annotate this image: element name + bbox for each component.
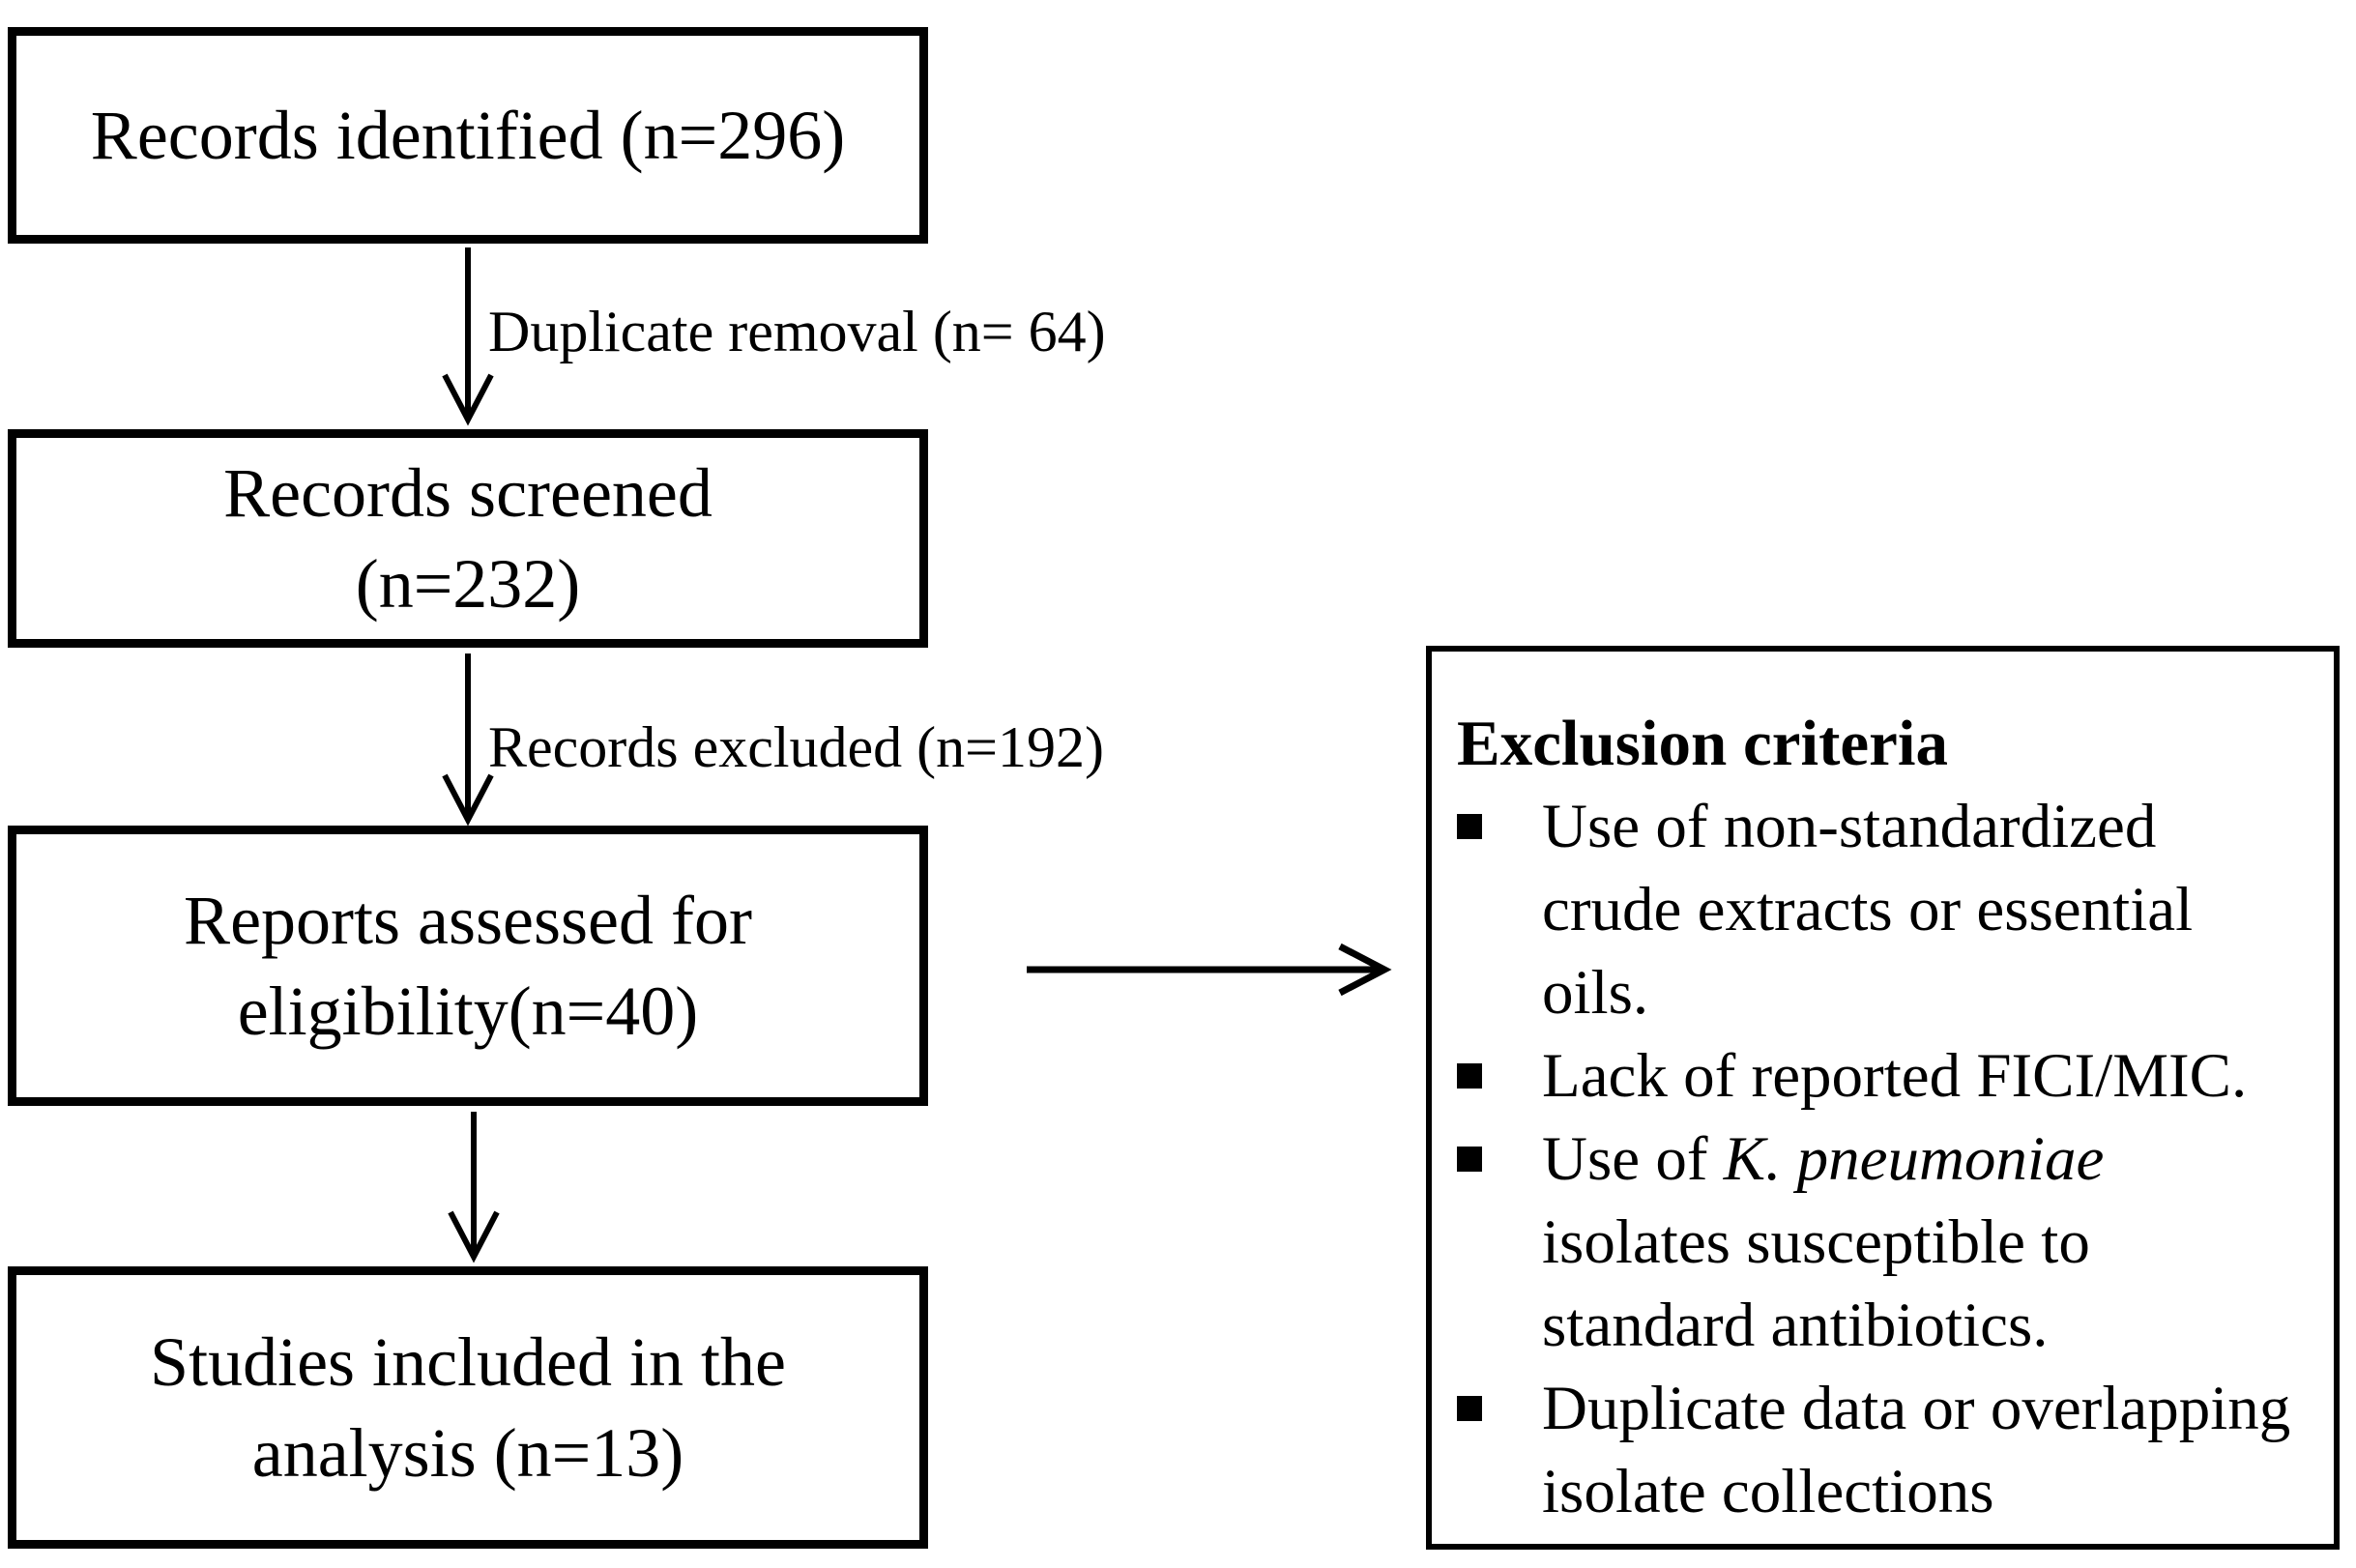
- exclusion-heading: Exclusion criteria: [1457, 708, 1948, 779]
- box-label: (n=232): [355, 545, 581, 623]
- bullet-square-icon: [1457, 814, 1482, 839]
- bullet-line: standard antibiotics.: [1542, 1291, 2049, 1360]
- flow-box-records-identified: Records identified (n=296): [8, 27, 928, 244]
- arrow-right-icon: [1027, 943, 1392, 997]
- bullet-text: Duplicate data or overlapping isolate co…: [1542, 1367, 2290, 1533]
- list-item: Lack of reported FICI/MIC.: [1457, 1034, 2322, 1118]
- box-label: Studies included in the: [150, 1323, 786, 1401]
- arrow-down-icon: [448, 1112, 500, 1263]
- flow-box-reports-assessed: Reports assessed for eligibility(n=40): [8, 826, 928, 1106]
- box-label: Records screened: [223, 454, 713, 532]
- bullet-line: oils.: [1542, 958, 1649, 1028]
- bullet-line-prefix: Use of: [1542, 1124, 1724, 1194]
- bullet-line: Use of K. pneumoniae: [1542, 1118, 2104, 1201]
- bullet-line: isolate collections: [1542, 1457, 1994, 1526]
- bullet-square-icon: [1457, 1063, 1482, 1089]
- bullet-line: Lack of reported FICI/MIC.: [1542, 1041, 2248, 1111]
- arrow-down-icon: [442, 247, 494, 426]
- bullet-text: Use of non-standardized crude extracts o…: [1542, 785, 2193, 1034]
- box-label: analysis (n=13): [251, 1414, 684, 1492]
- list-item: Use of K. pneumoniae isolates susceptibl…: [1457, 1118, 2322, 1367]
- flow-box-records-screened: Records screened (n=232): [8, 429, 928, 648]
- species-name-italic: K. pneumoniae: [1723, 1124, 2105, 1194]
- bullet-square-icon: [1457, 1147, 1482, 1172]
- arrow-label-records-excluded: Records excluded (n=192): [488, 715, 1104, 779]
- flow-box-studies-included: Studies included in the analysis (n=13): [8, 1266, 928, 1549]
- box-label: Reports assessed for: [184, 882, 752, 959]
- box-label: Records identified (n=296): [90, 97, 846, 174]
- bullet-line: Duplicate data or overlapping: [1542, 1374, 2291, 1443]
- bullet-line: crude extracts or essential: [1542, 875, 2194, 944]
- bullet-line: isolates susceptible to: [1542, 1207, 2090, 1277]
- list-item: Use of non-standardized crude extracts o…: [1457, 785, 2322, 1034]
- arrow-down-icon: [442, 653, 494, 827]
- box-label: eligibility(n=40): [237, 973, 699, 1050]
- list-item: Duplicate data or overlapping isolate co…: [1457, 1367, 2322, 1533]
- bullet-text: Lack of reported FICI/MIC.: [1542, 1034, 2247, 1118]
- arrow-label-duplicate-removal: Duplicate removal (n= 64): [488, 300, 1106, 363]
- bullet-square-icon: [1457, 1396, 1482, 1421]
- exclusion-criteria-panel: Exclusion criteria Use of non-standardiz…: [1426, 646, 2340, 1550]
- bullet-line: Use of non-standardized: [1542, 792, 2157, 861]
- bullet-text: Use of K. pneumoniae isolates susceptibl…: [1542, 1118, 2104, 1367]
